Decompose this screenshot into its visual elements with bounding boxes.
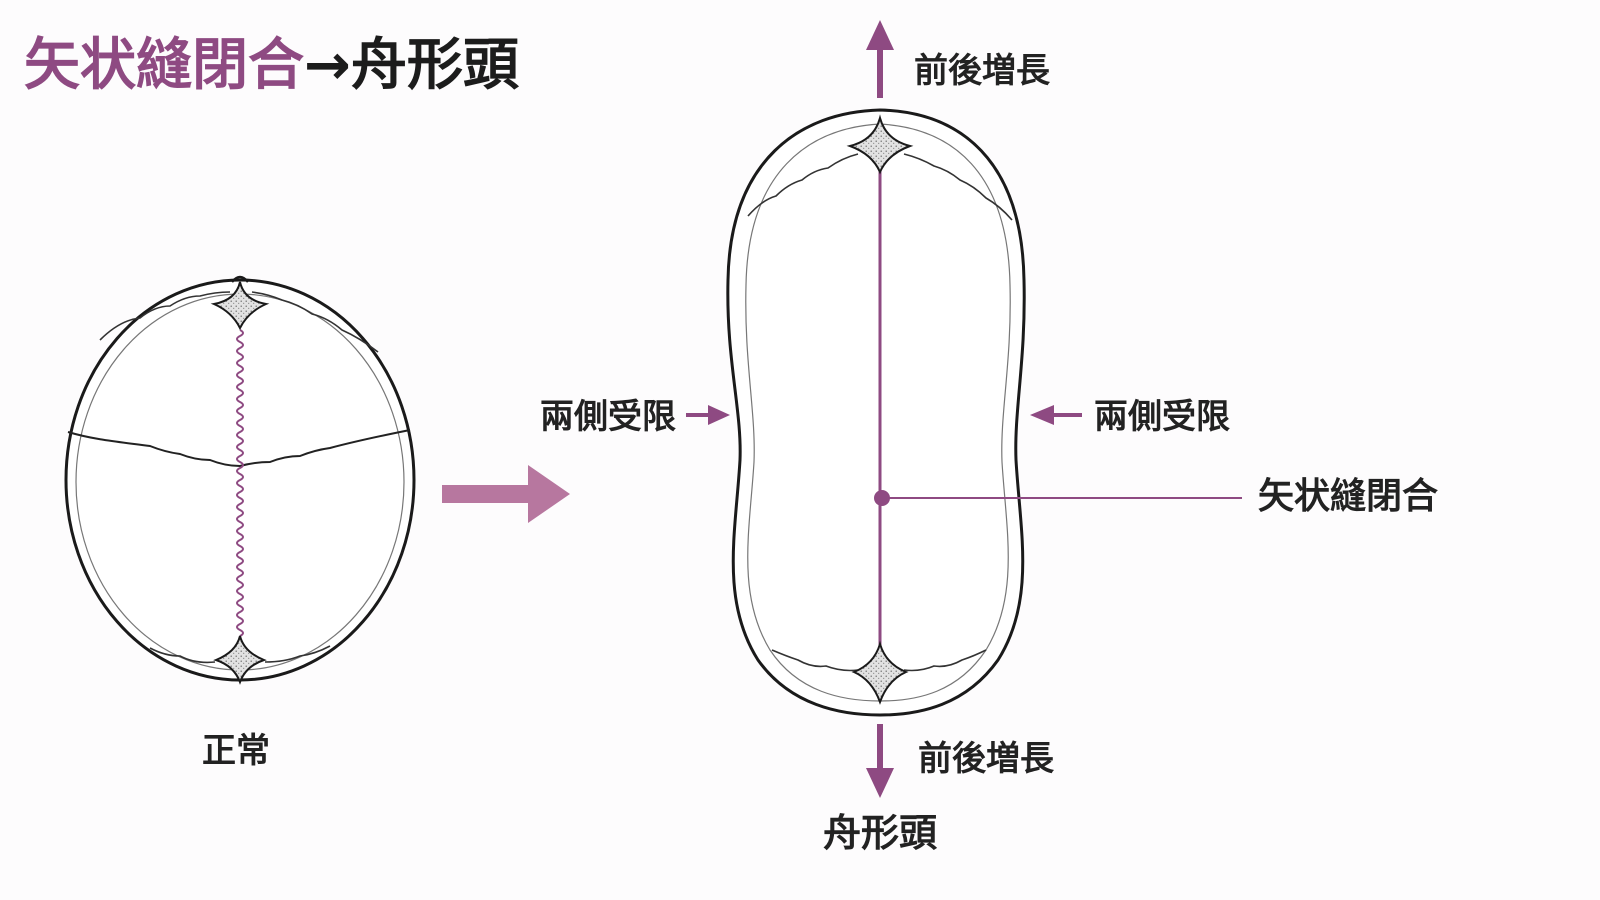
scaphocephaly-skull: [726, 108, 1242, 717]
label-closure: 矢状縫閉合: [1258, 476, 1438, 517]
label-scaphocephaly: 舟形頭: [823, 811, 938, 855]
anterior-fontanelle-scaphocephaly: [846, 114, 914, 175]
scaphocephaly-top-edge: [747, 153, 1013, 221]
diagram-title: 矢状縫閉合→舟形頭: [24, 33, 520, 98]
coronal-suture: [67, 429, 411, 468]
label-growth-bottom: 前後増長: [918, 739, 1055, 779]
anterior-fontanelle-normal: [210, 281, 270, 331]
scaphocephaly-skull-outline: [726, 108, 1026, 717]
label-growth-top: 前後増長: [914, 51, 1051, 91]
normal-skull: [64, 275, 416, 685]
growth-arrow-down: [866, 724, 894, 798]
normal-top-notch: [231, 275, 249, 283]
normal-bottom-edge: [149, 645, 331, 664]
label-restrict-right: 兩側受限: [1094, 397, 1230, 437]
label-restrict-left: 兩側受限: [540, 397, 676, 437]
posterior-fontanelle-normal: [213, 635, 267, 685]
growth-arrow-up: [866, 20, 894, 98]
normal-top-edge: [99, 291, 379, 353]
normal-sagittal-suture: [236, 329, 244, 637]
title-accent: 矢状縫閉合: [24, 33, 304, 98]
restrict-arrow-right: [1030, 405, 1082, 425]
transition-arrow: [442, 465, 570, 523]
label-normal: 正常: [202, 731, 270, 771]
title-arrow: →: [304, 33, 351, 98]
scaphocephaly-bottom-edge: [771, 649, 987, 672]
posterior-fontanelle-scaphocephaly: [851, 640, 909, 705]
title-main: 舟形頭: [351, 33, 520, 98]
restrict-arrow-left: [686, 405, 730, 425]
